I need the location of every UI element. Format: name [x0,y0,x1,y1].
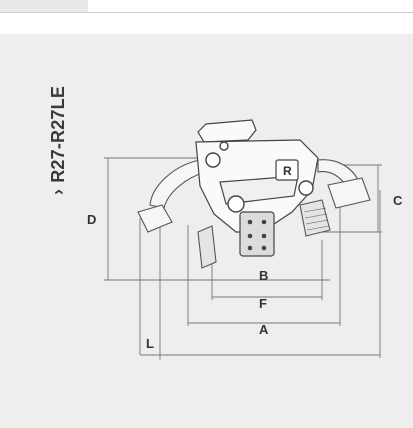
top-strip [0,0,413,12]
brand-badge-letter: R [283,164,292,178]
pin-upper [219,141,229,151]
left-jaw-arm [149,159,206,209]
right-lower-jaw [299,199,331,237]
pin-top-left [205,152,221,168]
left-jaw-tip [137,204,173,233]
pin-right [298,180,314,196]
hose-swivel [239,211,275,257]
dim-label-c: C [393,193,403,208]
left-lower-jaw [197,225,217,269]
dim-label-b: B [259,268,268,283]
rotator-top [197,119,257,143]
dim-label-l: L [146,336,154,351]
dim-label-f: F [259,296,267,311]
right-jaw-tip [327,177,371,209]
dim-label-a: A [259,322,269,337]
pin-bottom-left [227,195,245,213]
top-tab[interactable] [0,0,88,12]
top-divider [0,12,413,13]
brand-badge [275,159,299,181]
dim-label-d: D [87,212,96,227]
